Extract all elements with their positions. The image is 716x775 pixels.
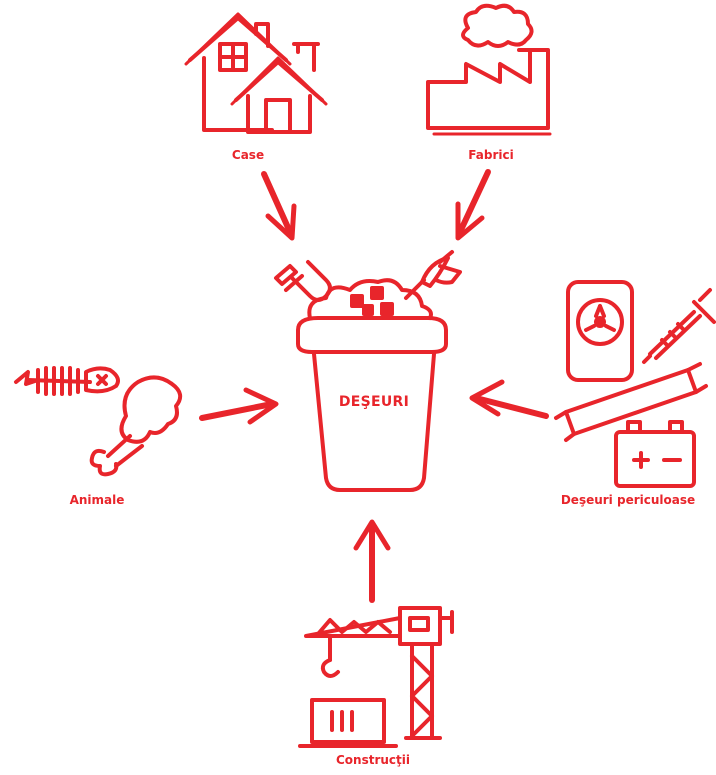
animal-remains-icon <box>14 366 183 477</box>
label-constructii: Construcţii <box>335 753 410 767</box>
label-fabrici: Fabrici <box>468 148 514 162</box>
factory-icon <box>426 3 552 136</box>
arrow-animale <box>199 387 279 425</box>
label-animale: Animale <box>69 493 125 507</box>
houses-icon <box>184 12 328 134</box>
hazardous-waste-icon <box>554 280 716 488</box>
label-periculoase: Deşeuri periculoase <box>560 493 696 507</box>
arrow-periculoase <box>469 379 549 419</box>
trash-bin-icon <box>274 250 462 492</box>
construction-crane-icon <box>298 606 454 748</box>
label-case: Case <box>231 148 265 162</box>
arrow-case <box>261 171 297 241</box>
center-label: DEŞEURI <box>338 394 410 410</box>
arrow-constructii <box>353 519 391 603</box>
arrow-fabrici <box>455 169 491 241</box>
